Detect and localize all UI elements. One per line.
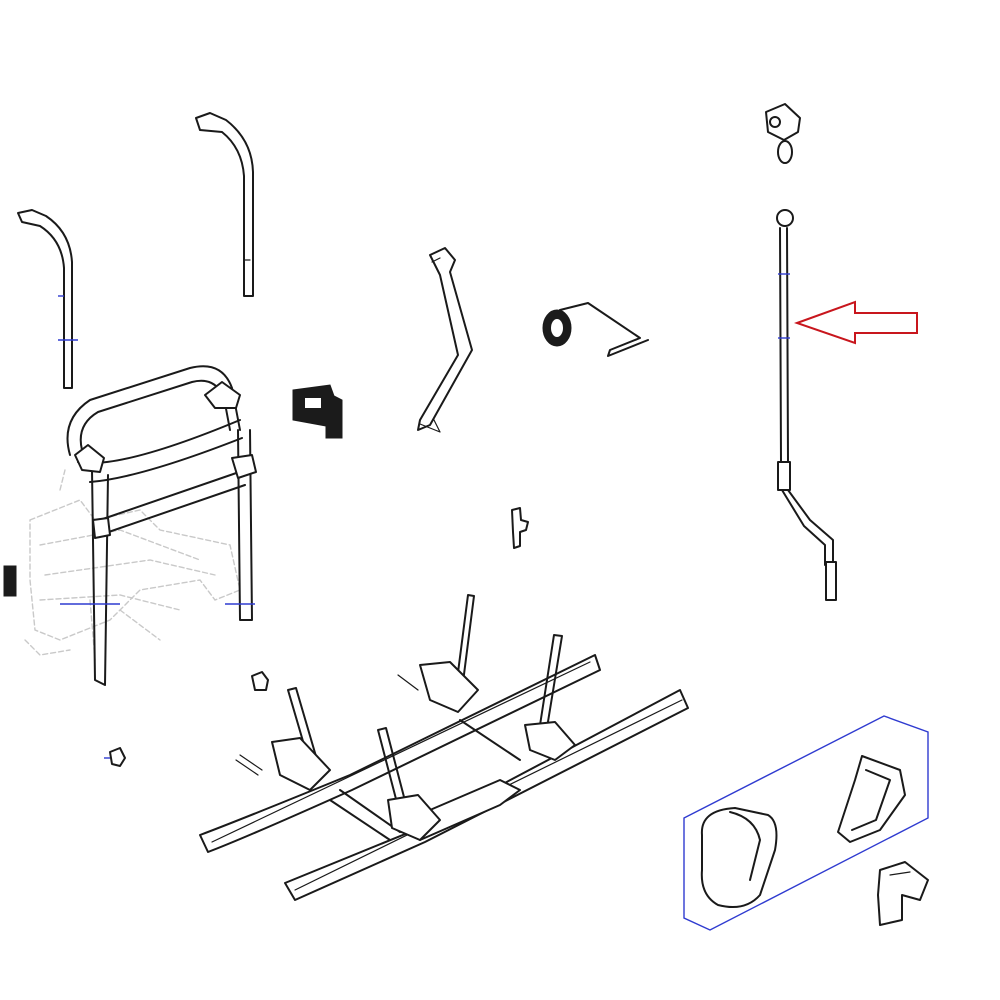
lock-rod [776,209,837,601]
upright-tube-right [195,112,254,297]
main-loop-frame [60,365,257,686]
bent-support-arm [417,247,473,433]
ghost-mounting-bracket [24,469,241,661]
tape-roll [542,302,649,357]
bike-carrier-platform [199,594,689,901]
upright-tube-left [17,209,78,389]
lock-nut [104,671,269,767]
small-latch-clip [511,507,529,549]
mounting-plate [292,384,343,439]
highlight-arrow-icon [793,300,918,345]
lock-knob [765,103,801,164]
end-caps-group [683,715,929,931]
left-end-clip [3,565,17,597]
